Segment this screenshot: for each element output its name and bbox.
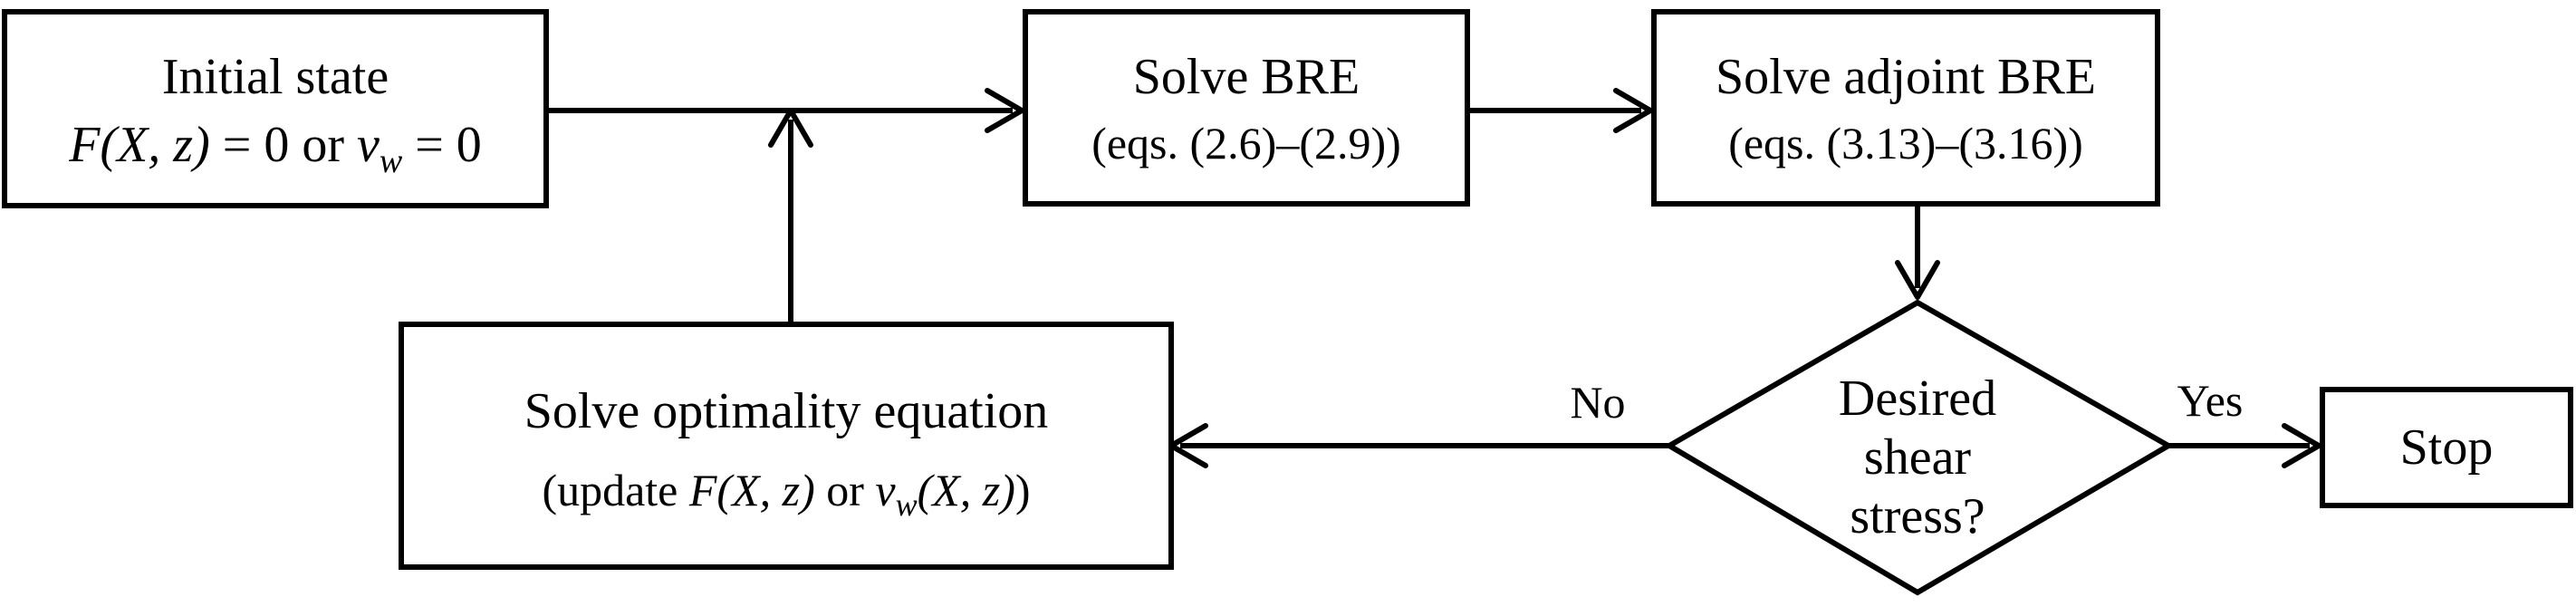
connectors xyxy=(546,88,2321,468)
decision-line-2: shear xyxy=(1864,429,1972,486)
initial-eq-zero: = 0 or xyxy=(210,117,357,173)
node-initial-state: Initial state F(X, z) = 0 or vw = 0 xyxy=(2,9,549,208)
optimality-prefix: (update xyxy=(542,465,688,515)
optimality-f-xz: F(X, z) xyxy=(688,465,815,515)
edge-label-yes: Yes xyxy=(2177,375,2244,426)
optimality-box xyxy=(399,322,1174,570)
solve-bre-box xyxy=(1023,9,1470,207)
solve-bre-equations: (eqs. (2.6)–(2.9)) xyxy=(1091,118,1401,168)
node-decision: Desired shear stress? xyxy=(1664,299,2174,596)
optimality-v-symbol: v xyxy=(875,465,896,515)
arrowhead-into-decision xyxy=(1895,260,1940,300)
arrowhead-into-stop xyxy=(2282,423,2321,468)
arrowhead-into-bre xyxy=(985,88,1024,133)
stop-box xyxy=(2320,387,2573,508)
stop-label: Stop xyxy=(2400,419,2494,476)
arrowhead-into-adjoint xyxy=(1613,88,1653,133)
node-solve-adjoint-bre: Solve adjoint BRE (eqs. (3.13)–(3.16)) xyxy=(1651,9,2160,207)
solve-bre-title: Solve BRE xyxy=(1133,49,1360,105)
arrowhead-merge xyxy=(768,108,813,148)
optimality-subtitle: (update F(X, z) or vw(X, z)) xyxy=(542,465,1030,523)
node-stop: Stop xyxy=(2320,387,2573,508)
initial-f-xz: F(X, z) xyxy=(68,117,210,173)
decision-diamond xyxy=(1664,299,2174,596)
node-optimality-equation: Solve optimality equation (update F(X, z… xyxy=(399,322,1174,570)
decision-line-3: stress? xyxy=(1850,488,1985,544)
optimality-or: or xyxy=(815,465,876,515)
decision-line-1: Desired xyxy=(1839,371,1996,427)
node-solve-bre: Solve BRE (eqs. (2.6)–(2.9)) xyxy=(1023,9,1470,207)
initial-state-condition: F(X, z) = 0 or vw = 0 xyxy=(68,117,482,180)
solve-adjoint-title: Solve adjoint BRE xyxy=(1716,49,2096,105)
initial-state-box xyxy=(2,9,549,208)
edge-label-no: No xyxy=(1570,377,1625,428)
initial-state-title: Initial state xyxy=(162,49,389,105)
optimality-w-subscript: w xyxy=(896,486,918,523)
solve-adjoint-equations: (eqs. (3.13)–(3.16)) xyxy=(1728,118,2083,168)
optimality-vw-args: (X, z) xyxy=(918,465,1015,515)
initial-eq-zero-end: = 0 xyxy=(402,117,482,173)
solve-adjoint-box xyxy=(1651,9,2160,207)
initial-v-symbol: v xyxy=(357,117,380,173)
optimality-suffix: ) xyxy=(1015,465,1031,515)
optimality-title: Solve optimality equation xyxy=(524,383,1049,439)
initial-w-subscript: w xyxy=(380,142,403,180)
